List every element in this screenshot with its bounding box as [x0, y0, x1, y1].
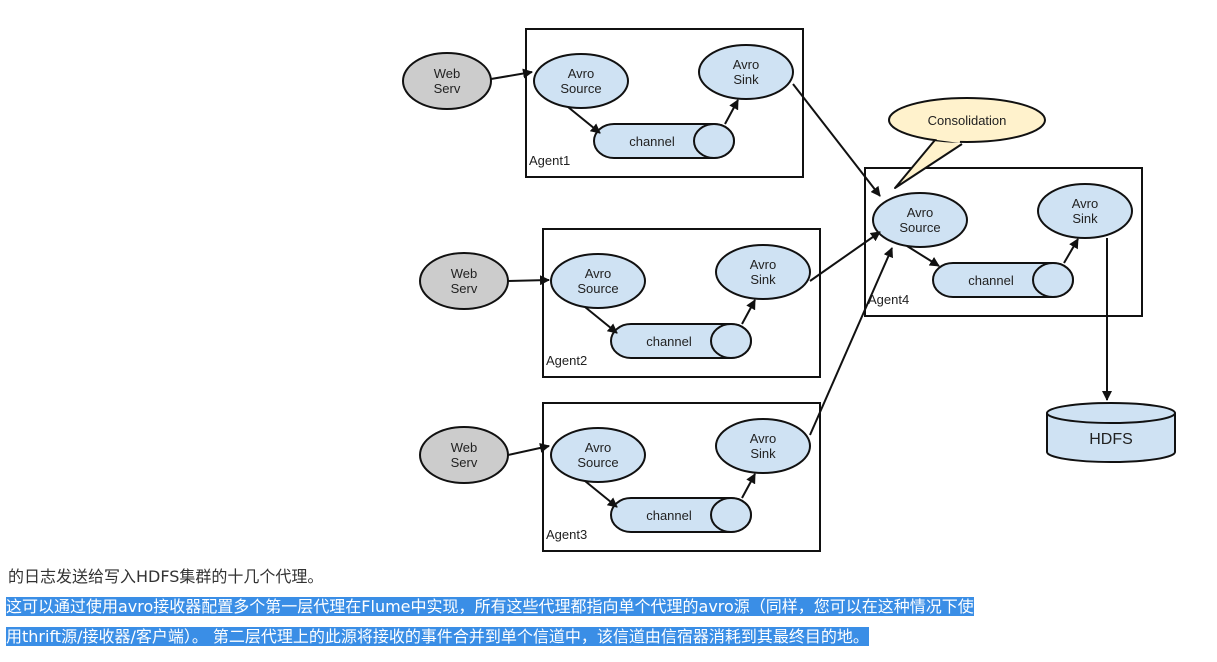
agent3-avro-sink: Avro Sink	[715, 418, 811, 474]
agent4-avro-sink: Avro Sink	[1037, 183, 1133, 239]
agent1-avro-source: Avro Source	[533, 53, 629, 109]
web-serv-1-line2: Serv	[434, 81, 461, 96]
flume-consolidation-diagram: Agent1 Agent2 Agent3 Agent4 Web Serv Web…	[402, 28, 1176, 552]
agent1-box	[525, 28, 804, 178]
paragraph-line-3: 用thrift源/接收器/客户端）。 第二层代理上的此源将接收的事件合并到单个信…	[6, 622, 1211, 652]
agent2-sink-line2: Sink	[750, 272, 776, 287]
agent3-sink-line1: Avro	[750, 431, 777, 446]
agent3-channel: channel	[610, 497, 752, 533]
agent3-box	[542, 402, 821, 552]
agent3-sink-line2: Sink	[750, 446, 776, 461]
agent2-channel: channel	[610, 323, 752, 359]
agent1-sink-line1: Avro	[733, 57, 760, 72]
paragraph-line-1-text: 的日志发送给写入HDFS集群的十几个代理。	[8, 567, 324, 586]
hdfs-label: HDFS	[1089, 431, 1133, 448]
web-serv-2: Web Serv	[419, 252, 509, 310]
web-serv-2-line2: Serv	[451, 281, 478, 296]
agent2-avro-source: Avro Source	[550, 253, 646, 309]
agent4-source-line2: Source	[899, 220, 940, 235]
agent1-sink-line2: Sink	[733, 72, 759, 87]
hdfs-cylinder: HDFS	[1046, 402, 1176, 463]
consolidation-label: Consolidation	[928, 113, 1007, 128]
web-serv-1: Web Serv	[402, 52, 492, 110]
web-serv-1-line1: Web	[434, 66, 461, 81]
agent3-channel-label: channel	[646, 508, 692, 523]
agent4-sink-line2: Sink	[1072, 211, 1098, 226]
agent4-avro-source: Avro Source	[872, 192, 968, 248]
agent2-channel-label: channel	[646, 334, 692, 349]
agent3-source-line1: Avro	[585, 440, 612, 455]
agent2-source-line2: Source	[577, 281, 618, 296]
agent3-label: Agent3	[546, 527, 587, 542]
agent4-label: Agent4	[868, 292, 909, 307]
agent4-channel: channel	[932, 262, 1074, 298]
agent2-avro-sink: Avro Sink	[715, 244, 811, 300]
agent4-source-line1: Avro	[907, 205, 934, 220]
web-serv-3-line1: Web	[451, 440, 478, 455]
agent1-channel: channel	[593, 123, 735, 159]
agent1-label: Agent1	[529, 153, 570, 168]
web-serv-2-line1: Web	[451, 266, 478, 281]
agent1-source-line1: Avro	[568, 66, 595, 81]
agent1-avro-sink: Avro Sink	[698, 44, 794, 100]
agent2-box	[542, 228, 821, 378]
highlighted-text-line-3: 用thrift源/接收器/客户端）。 第二层代理上的此源将接收的事件合并到单个信…	[6, 627, 869, 646]
agent2-label: Agent2	[546, 353, 587, 368]
web-serv-3: Web Serv	[419, 426, 509, 484]
paragraph-line-2: 这可以通过使用avro接收器配置多个第一层代理在Flume中实现，所有这些代理都…	[6, 592, 1211, 622]
highlighted-text-line-2: 这可以通过使用avro接收器配置多个第一层代理在Flume中实现，所有这些代理都…	[6, 597, 974, 616]
paragraph-line-1: 的日志发送给写入HDFS集群的十几个代理。	[8, 562, 1213, 592]
agent1-source-line2: Source	[560, 81, 601, 96]
agent4-channel-label: channel	[968, 273, 1014, 288]
web-serv-3-line2: Serv	[451, 455, 478, 470]
agent4-sink-line1: Avro	[1072, 196, 1099, 211]
agent2-sink-line1: Avro	[750, 257, 777, 272]
arrows	[490, 68, 1112, 508]
agent3-source-line2: Source	[577, 455, 618, 470]
agent3-avro-source: Avro Source	[550, 427, 646, 483]
agent1-channel-label: channel	[629, 134, 675, 149]
consolidation-callout: Consolidation	[888, 97, 1046, 189]
agent2-source-line1: Avro	[585, 266, 612, 281]
